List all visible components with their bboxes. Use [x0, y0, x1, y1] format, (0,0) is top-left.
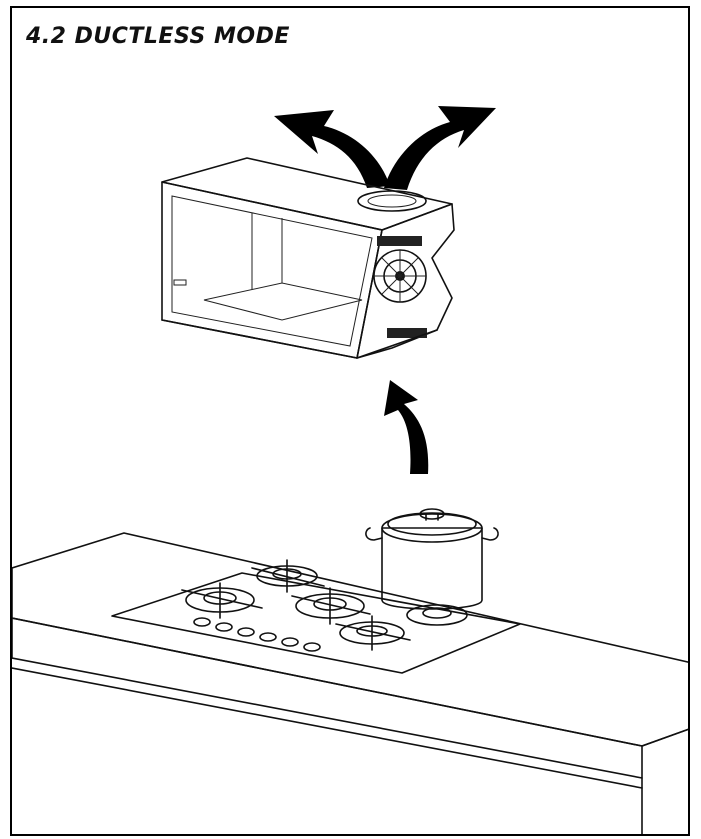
burner-back-center-icon: [251, 559, 325, 593]
burner-front-left-icon: [181, 582, 263, 619]
burner-front-right-icon: [335, 615, 411, 651]
burner-center-icon: [291, 587, 371, 625]
control-knobs: [193, 617, 321, 652]
exhaust-arrow-left-icon: [274, 110, 390, 188]
cooking-pot: [365, 508, 499, 610]
countertop: [12, 532, 688, 834]
gas-hob: [111, 559, 521, 674]
section-title: 4.2 DUCTLESS MODE: [26, 24, 290, 49]
hood-unit: [161, 157, 455, 359]
burner-under-pot-icon: [406, 604, 468, 626]
ductless-illustration: [12, 106, 688, 834]
exhaust-arrow-right-icon: [384, 106, 496, 190]
diagram-frame: 4.2 DUCTLESS MODE: [10, 6, 690, 836]
intake-arrow-icon: [384, 380, 429, 474]
